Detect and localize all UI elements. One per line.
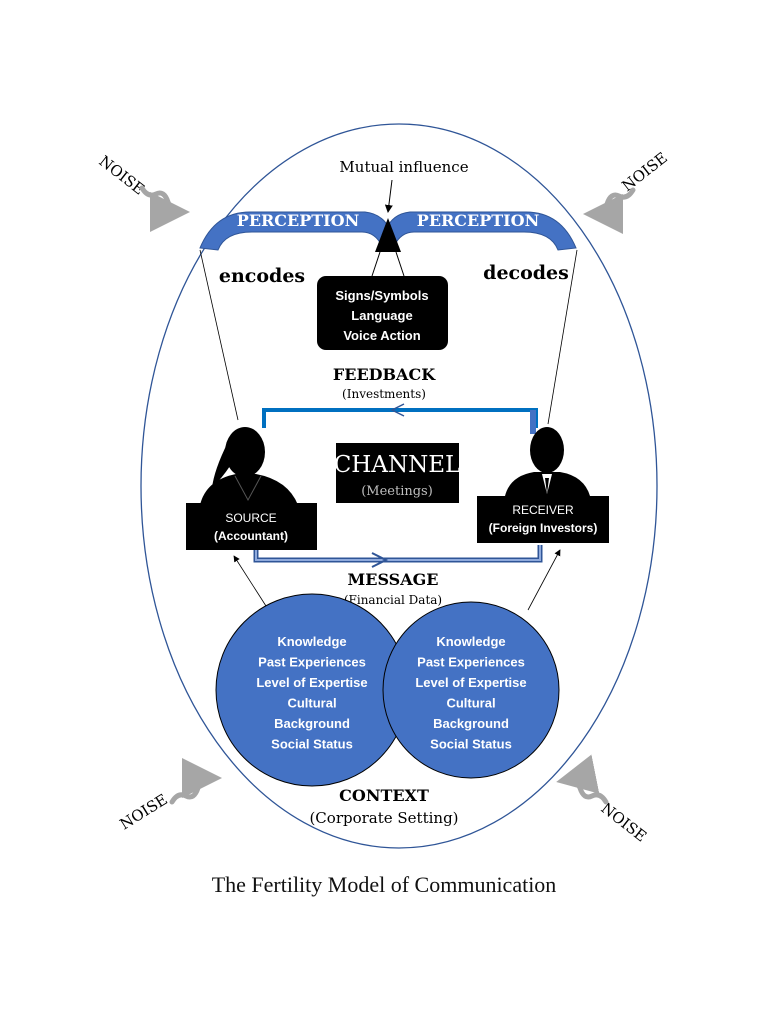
circle-text-line: Background: [433, 716, 509, 731]
channel-sub: (Meetings): [361, 484, 433, 499]
channel-label: CHANNEL: [334, 452, 461, 478]
message-label: MESSAGE: [348, 570, 439, 589]
circle-text-line: Social Status: [430, 737, 512, 752]
context-label: CONTEXT: [339, 786, 429, 805]
source-line2: (Accountant): [214, 529, 288, 543]
noise-arrow-icon: [556, 754, 609, 805]
diagram-title: The Fertility Model of Communication: [211, 872, 557, 897]
source-box: [186, 503, 317, 550]
mutual-influence-label: Mutual influence: [339, 158, 468, 176]
message-sub: (Financial Data): [344, 593, 442, 607]
noise-top-right: NOISE: [583, 149, 671, 234]
noise-label: NOISE: [598, 799, 651, 846]
perception-left-label: PERCEPTION: [237, 211, 359, 230]
circle-text-line: Knowledge: [436, 634, 505, 649]
signs-box: [317, 276, 448, 350]
context-to-source-arrow: [233, 555, 267, 607]
message-arrow-head: [371, 552, 389, 568]
receiver-line2: (Foreign Investors): [489, 521, 598, 535]
feedback-arrow: [262, 408, 538, 428]
noise-bottom-right: NOISE: [556, 754, 651, 846]
receiver-person-icon: [505, 427, 590, 496]
receiver-box: [477, 496, 609, 543]
circle-text-line: Knowledge: [277, 634, 346, 649]
circle-text-line: Social Status: [271, 737, 353, 752]
circle-text-line: Past Experiences: [258, 655, 366, 670]
source-line1: SOURCE: [225, 511, 276, 525]
noise-label: NOISE: [96, 152, 149, 199]
channel-box: [336, 443, 459, 503]
context-sub: (Corporate Setting): [309, 809, 458, 827]
message-arrow-inner: [255, 545, 541, 561]
mutual-influence-arrow: [384, 179, 393, 213]
signs-box-line1: Signs/Symbols: [335, 288, 428, 303]
circle-text-line: Level of Expertise: [415, 675, 526, 690]
circle-text-line: Background: [274, 716, 350, 731]
context-to-receiver-arrow: [527, 549, 561, 611]
receiver-line1: RECEIVER: [512, 503, 574, 517]
decode-line: [547, 249, 578, 425]
feedback-return: [530, 410, 536, 434]
feedback-label: FEEDBACK: [333, 365, 436, 384]
noise-bottom-left: NOISE: [117, 758, 222, 833]
circle-left: [215, 593, 409, 787]
circle-text-line: Past Experiences: [417, 655, 525, 670]
source-person-icon: [200, 427, 298, 505]
signs-box-line3: Voice Action: [343, 328, 420, 343]
signs-box-line2: Language: [351, 308, 412, 323]
noise-arrow-icon: [139, 185, 190, 232]
mutual-influence-triangle: [375, 218, 401, 252]
noise-label: NOISE: [117, 790, 171, 833]
encodes-label: encodes: [219, 265, 305, 287]
circle-text-line: Cultural: [287, 696, 336, 711]
noise-label: NOISE: [618, 149, 671, 196]
feedback-sub: (Investments): [342, 387, 426, 401]
feedback-arrow-head: [390, 403, 405, 417]
context-ellipse: [140, 123, 658, 849]
noise-arrow-icon: [169, 758, 222, 805]
circle-right: [382, 601, 560, 779]
noise-top-left: NOISE: [96, 152, 190, 232]
noise-arrow-icon: [583, 187, 636, 234]
perception-right-label: PERCEPTION: [417, 211, 539, 230]
encode-line: [199, 249, 239, 421]
circle-text-line: Level of Expertise: [256, 675, 367, 690]
decodes-label: decodes: [483, 262, 569, 284]
connector-line: [371, 251, 381, 277]
connector-line: [395, 251, 405, 277]
circle-text-line: Cultural: [446, 696, 495, 711]
